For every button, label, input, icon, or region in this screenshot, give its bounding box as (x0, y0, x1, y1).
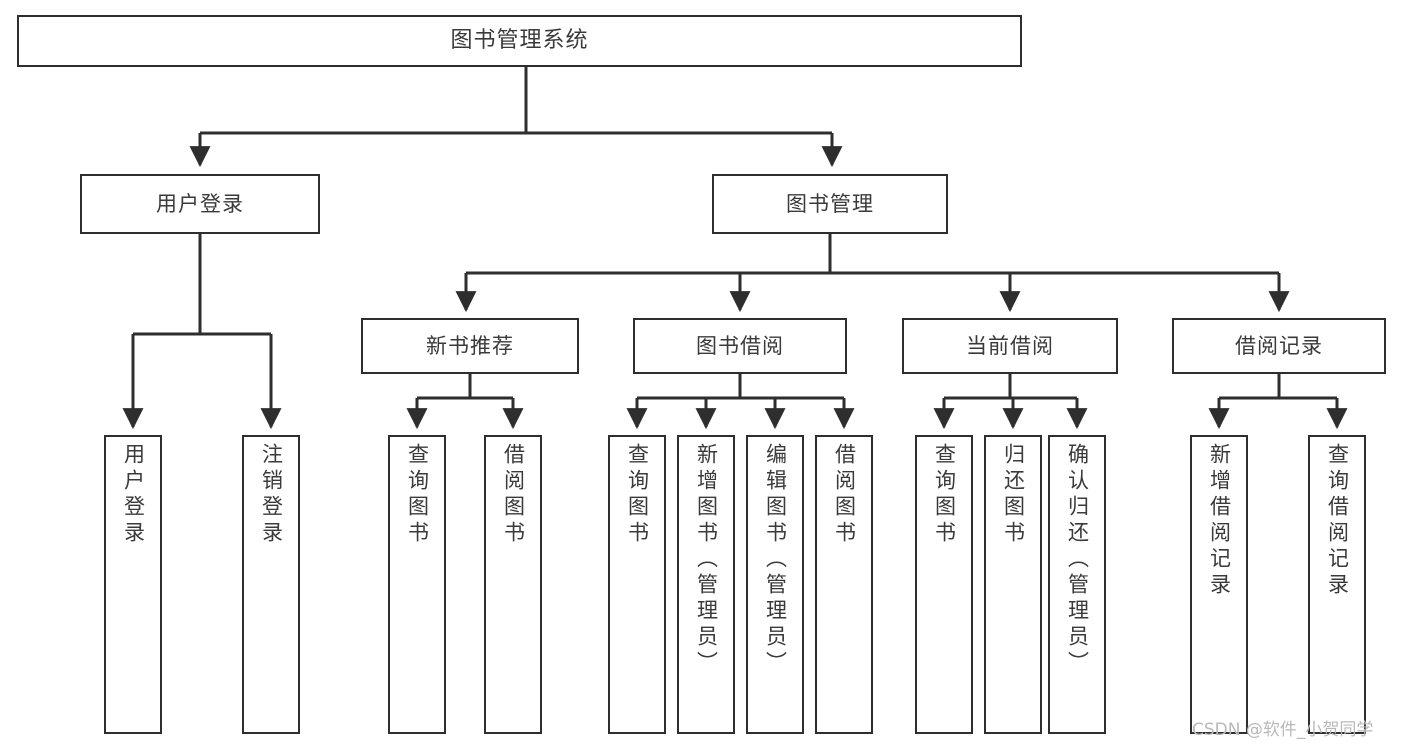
node-book-management[interactable]: 图书管理 (712, 174, 948, 234)
node-new-book-recommend-label: 新书推荐 (426, 333, 514, 358)
node-leaf-user-logout-label: 注销登录 (259, 443, 284, 547)
node-leaf-confirm-return[interactable]: 确认归还（管理员） (1048, 435, 1106, 734)
node-leaf-edit-book-label: 编辑图书（管理员） (763, 443, 788, 677)
node-leaf-query-book-3[interactable]: 查询图书 (915, 435, 973, 734)
node-leaf-return-book-label: 归还图书 (1001, 443, 1026, 547)
node-book-borrow-label: 图书借阅 (696, 333, 784, 358)
node-leaf-borrow-book-1[interactable]: 借阅图书 (484, 435, 542, 734)
node-leaf-query-book-2-label: 查询图书 (625, 443, 650, 547)
node-book-borrow[interactable]: 图书借阅 (633, 318, 847, 374)
node-leaf-borrow-book-2[interactable]: 借阅图书 (815, 435, 873, 734)
node-leaf-user-logout[interactable]: 注销登录 (242, 435, 300, 734)
node-leaf-query-record-label: 查询借阅记录 (1325, 443, 1350, 599)
node-leaf-edit-book[interactable]: 编辑图书（管理员） (746, 435, 804, 734)
node-leaf-add-record[interactable]: 新增借阅记录 (1190, 435, 1248, 734)
node-leaf-borrow-book-1-label: 借阅图书 (501, 443, 526, 547)
node-book-management-label: 图书管理 (786, 191, 874, 216)
node-leaf-add-book[interactable]: 新增图书（管理员） (677, 435, 735, 734)
node-new-book-recommend[interactable]: 新书推荐 (361, 318, 579, 374)
node-user-login-label: 用户登录 (156, 191, 244, 216)
node-leaf-query-book-3-label: 查询图书 (932, 443, 957, 547)
node-leaf-query-book-1-label: 查询图书 (405, 443, 430, 547)
node-leaf-confirm-return-label: 确认归还（管理员） (1065, 443, 1090, 677)
node-current-borrow-label: 当前借阅 (966, 333, 1054, 358)
node-leaf-user-login[interactable]: 用户登录 (104, 435, 162, 734)
node-current-borrow[interactable]: 当前借阅 (902, 318, 1118, 374)
node-leaf-query-book-1[interactable]: 查询图书 (388, 435, 446, 734)
node-leaf-user-login-label: 用户登录 (121, 443, 146, 547)
node-user-login[interactable]: 用户登录 (80, 174, 320, 234)
csdn-watermark: CSDN @软件_小贺同学 (1192, 720, 1374, 740)
node-borrow-record[interactable]: 借阅记录 (1172, 318, 1386, 374)
node-leaf-borrow-book-2-label: 借阅图书 (832, 443, 857, 547)
node-leaf-query-book-2[interactable]: 查询图书 (608, 435, 666, 734)
node-leaf-add-book-label: 新增图书（管理员） (694, 443, 719, 677)
node-leaf-return-book[interactable]: 归还图书 (984, 435, 1042, 734)
node-root[interactable]: 图书管理系统 (17, 15, 1022, 67)
node-root-label: 图书管理系统 (450, 28, 589, 54)
node-leaf-query-record[interactable]: 查询借阅记录 (1308, 435, 1366, 734)
node-borrow-record-label: 借阅记录 (1235, 333, 1323, 358)
node-leaf-add-record-label: 新增借阅记录 (1207, 443, 1232, 599)
